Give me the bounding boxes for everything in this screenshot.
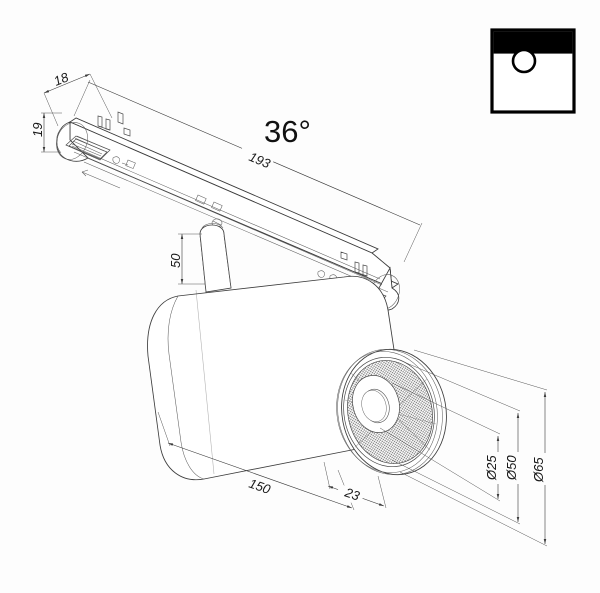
dimension-track-depth: 18 bbox=[43, 69, 113, 127]
track-pin-contacts-right bbox=[340, 251, 368, 277]
spotlight-head bbox=[336, 348, 447, 476]
dimension-label-18: 18 bbox=[52, 69, 72, 89]
dimension-label-19: 19 bbox=[30, 123, 45, 137]
track-rail bbox=[56, 111, 400, 311]
beam-angle-label: 36° bbox=[264, 114, 311, 149]
dimension-head-diameter: Ø65 Ø65 bbox=[399, 349, 552, 547]
dimension-reflector-diameter: Ø50 Ø50 bbox=[391, 361, 525, 525]
track-contact-block-left bbox=[65, 135, 111, 161]
dimension-track-length: 193 193 bbox=[73, 79, 423, 263]
dimension-label-d65-text: Ø65 bbox=[531, 457, 546, 483]
dimension-aperture-diameter: Ø25 Ø25 bbox=[379, 382, 505, 502]
ceiling-track-mount-icon bbox=[490, 28, 576, 114]
dimension-label-d50-text: Ø50 bbox=[504, 455, 519, 481]
track-pin-contacts-left bbox=[97, 111, 131, 137]
dimension-label-23-text: 23 bbox=[342, 484, 362, 503]
dimension-label-150-text: 150 bbox=[247, 476, 273, 497]
dimension-label-50: 50 bbox=[168, 253, 183, 268]
track-polarity-marks-left bbox=[81, 156, 136, 189]
track-clip-details bbox=[195, 194, 223, 212]
led-aperture bbox=[352, 375, 400, 433]
dimension-head-depth: 23 23 bbox=[323, 461, 387, 509]
dimension-track-height: 19 bbox=[30, 112, 62, 153]
dimension-body-length: 150 150 bbox=[157, 411, 355, 511]
dimension-label-d25-text: Ø25 bbox=[484, 455, 499, 481]
dimension-drop-height: 50 bbox=[168, 233, 205, 285]
mounting-bracket bbox=[199, 223, 232, 293]
